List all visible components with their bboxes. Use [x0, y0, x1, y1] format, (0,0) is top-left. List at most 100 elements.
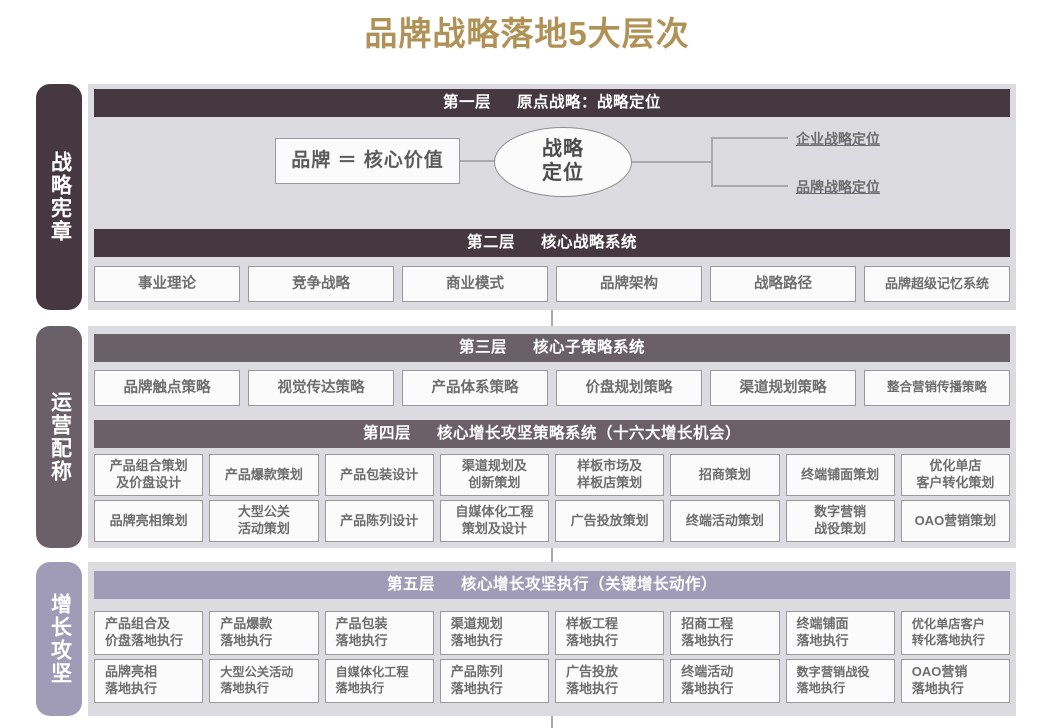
layer4-items-row2: 品牌亮相策划 大型公关 活动策划 产品陈列设计 自媒体化工程 策划及设计 广告投… — [94, 500, 1010, 542]
section-strategy-charter: 第一层原点战略：战略定位 品牌 ＝ 核心价值 战略 定位 企业战略定位 品牌战略… — [88, 84, 1016, 310]
layer2-header: 第二层核心战略系统 — [94, 229, 1010, 257]
layer4-item[interactable]: 终端铺面策划 — [785, 454, 895, 496]
layer2-number: 第二层 — [466, 234, 515, 251]
layer4-item[interactable]: 产品组合策划 及价盘设计 — [94, 454, 204, 496]
layer4-item[interactable]: 大型公关 活动策划 — [209, 500, 319, 542]
layer3-item[interactable]: 整合营销传播策略 — [864, 370, 1010, 406]
link-equation-to-core — [460, 160, 495, 162]
layer2-item-label: 战略路径 — [754, 275, 812, 292]
layer4-item-label: OAO营销策划 — [914, 512, 997, 528]
layer5-item-label: 招商工程 落地执行 — [681, 616, 734, 648]
layer4-item[interactable]: 数字营销 战役策划 — [785, 500, 895, 542]
layer4-item[interactable]: 产品陈列设计 — [324, 500, 434, 542]
layer4-name: 核心增长攻坚策略系统（十六大增长机会） — [437, 425, 742, 442]
layer4-item-label: 自媒体化工程 策划及设计 — [455, 504, 534, 536]
brand-equation-box[interactable]: 品牌 ＝ 核心价值 — [275, 138, 460, 184]
layer4-item[interactable]: 渠道规划及 创新策划 — [439, 454, 549, 496]
layer3-name: 核心子策略系统 — [533, 339, 646, 356]
layer1-number: 第一层 — [442, 94, 491, 111]
layer4-item[interactable]: 招商策划 — [670, 454, 780, 496]
branch-arm-top — [711, 137, 788, 139]
layer5-item-label: 数字营销战役 落地执行 — [796, 665, 870, 695]
layer5-item[interactable]: 数字营销战役 落地执行 — [785, 659, 895, 703]
sidebar-item-growth[interactable]: 增长攻坚 — [36, 562, 82, 716]
layer5-item[interactable]: 大型公关活动 落地执行 — [209, 659, 319, 703]
layer4-item[interactable]: 终端活动策划 — [670, 500, 780, 542]
layer4-item[interactable]: 产品包装设计 — [324, 454, 434, 496]
layer5-header: 第五层核心增长攻坚执行（关键增长动作） — [94, 571, 1010, 599]
layer4-item[interactable]: 自媒体化工程 策划及设计 — [439, 500, 549, 542]
layer4-item-label: 终端活动策划 — [685, 512, 764, 528]
layer3-item[interactable]: 渠道规划策略 — [710, 370, 856, 406]
layer3-item[interactable]: 产品体系策略 — [402, 370, 548, 406]
layer5-item[interactable]: 产品组合及 价盘落地执行 — [94, 611, 204, 655]
layer3-number: 第三层 — [458, 339, 507, 356]
page-title: 品牌战略落地5大层次 — [364, 15, 690, 52]
layer2-item[interactable]: 竞争战略 — [248, 266, 394, 302]
layer5-item-label: 自媒体化工程 落地执行 — [335, 665, 409, 695]
layer3-item-label: 整合营销传播策略 — [886, 380, 987, 395]
layer4-item-label: 品牌亮相策划 — [109, 512, 188, 528]
layer4-item-label: 大型公关 活动策划 — [237, 504, 290, 536]
branch-bracket-vertical — [711, 137, 713, 186]
layer2-item-label: 品牌超级记忆系统 — [884, 275, 989, 291]
layer3-item-label: 产品体系策略 — [431, 379, 519, 396]
layer5-item[interactable]: 终端铺面 落地执行 — [785, 611, 895, 655]
layer5-item-label: 渠道规划 落地执行 — [450, 616, 503, 648]
layer4-item[interactable]: 品牌亮相策划 — [94, 500, 204, 542]
layer4-item-label: 样板市场及 样板店策划 — [577, 458, 643, 490]
layer3-item[interactable]: 品牌触点策略 — [94, 370, 240, 406]
section-operations: 第三层 核心子策略系统 品牌触点策略 视觉传达策略 产品体系策略 价盘规划策略 渠… — [88, 326, 1016, 548]
layer5-item-label: 样板工程 落地执行 — [566, 616, 619, 648]
layer5-item[interactable]: 广告投放 落地执行 — [555, 659, 665, 703]
layer4-item[interactable]: 广告投放策划 — [555, 500, 665, 542]
branch-label-brand: 品牌战略定位 — [796, 177, 880, 197]
layer3-item[interactable]: 价盘规划策略 — [556, 370, 702, 406]
layer3-header: 第三层 核心子策略系统 — [94, 334, 1010, 362]
layer5-item-label: OAO营销 落地执行 — [911, 664, 968, 696]
layer2-item[interactable]: 事业理论 — [94, 266, 240, 302]
layer5-item[interactable]: 渠道规划 落地执行 — [439, 611, 549, 655]
sidebar-item-operations[interactable]: 运营配称 — [36, 326, 82, 548]
layer5-item[interactable]: 品牌亮相 落地执行 — [94, 659, 204, 703]
core-node-strategy-positioning[interactable]: 战略 定位 — [494, 127, 632, 197]
layer5-item-label: 终端铺面 落地执行 — [796, 616, 849, 648]
layer3-item[interactable]: 视觉传达策略 — [248, 370, 394, 406]
layer5-item[interactable]: 产品爆款 落地执行 — [209, 611, 319, 655]
sidebar-item-label: 运营配称 — [48, 391, 72, 483]
layer4-item-label: 终端铺面策划 — [801, 466, 880, 482]
layer3-items-row: 品牌触点策略 视觉传达策略 产品体系策略 价盘规划策略 渠道规划策略 整合营销传… — [94, 370, 1010, 406]
layer5-item[interactable]: 产品包装 落地执行 — [324, 611, 434, 655]
layer2-item-label: 竞争战略 — [292, 275, 350, 292]
layer4-item-label: 渠道规划及 创新策划 — [461, 458, 527, 490]
layer2-item[interactable]: 品牌超级记忆系统 — [864, 266, 1010, 302]
layer5-item[interactable]: 自媒体化工程 落地执行 — [324, 659, 434, 703]
brand-equation-label: 品牌 ＝ 核心价值 — [291, 149, 444, 171]
layer5-item-label: 产品包装 落地执行 — [335, 616, 388, 648]
layer5-item[interactable]: OAO营销 落地执行 — [900, 659, 1010, 703]
layer4-item-label: 产品陈列设计 — [340, 512, 419, 528]
sidebar-item-strategy-charter[interactable]: 战略宪章 — [36, 84, 82, 310]
layer5-items-row2: 品牌亮相 落地执行 大型公关活动 落地执行 自媒体化工程 落地执行 产品陈列 落… — [94, 659, 1010, 703]
layer5-item-label: 优化单店客户 转化落地执行 — [911, 617, 985, 647]
layer4-item[interactable]: OAO营销策划 — [900, 500, 1010, 542]
layer5-item[interactable]: 优化单店客户 转化落地执行 — [900, 611, 1010, 655]
layer1-name: 原点战略：战略定位 — [517, 94, 662, 111]
layer4-item[interactable]: 样板市场及 样板店策划 — [555, 454, 665, 496]
layer5-item[interactable]: 招商工程 落地执行 — [670, 611, 780, 655]
branch-label-brand-text: 品牌战略定位 — [796, 179, 880, 195]
layer2-item[interactable]: 战略路径 — [710, 266, 856, 302]
layer5-item-label: 产品爆款 落地执行 — [220, 616, 273, 648]
layer2-item[interactable]: 商业模式 — [402, 266, 548, 302]
layer4-item[interactable]: 产品爆款策划 — [209, 454, 319, 496]
layer4-item-label: 数字营销 战役策划 — [814, 504, 867, 536]
layer5-item[interactable]: 终端活动 落地执行 — [670, 659, 780, 703]
core-node-label: 战略 定位 — [542, 138, 584, 184]
layer5-item[interactable]: 样板工程 落地执行 — [555, 611, 665, 655]
layer4-item[interactable]: 优化单店 客户转化策划 — [900, 454, 1010, 496]
layer3-item-label: 价盘规划策略 — [585, 379, 673, 396]
layer2-item[interactable]: 品牌架构 — [556, 266, 702, 302]
layer5-item[interactable]: 产品陈列 落地执行 — [439, 659, 549, 703]
layer5-name: 核心增长攻坚执行（关键增长动作） — [461, 576, 718, 593]
